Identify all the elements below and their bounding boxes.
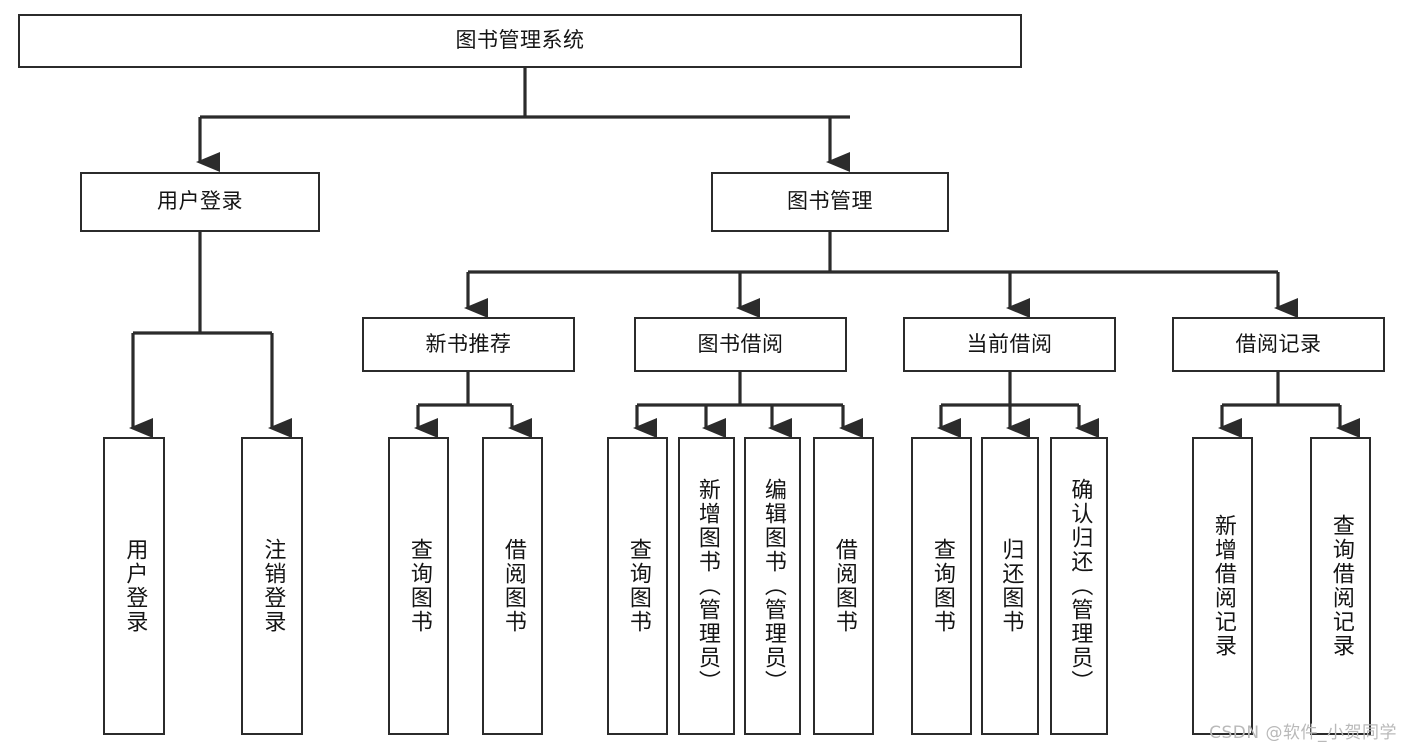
leaf-query-book-3-label: 查询图书 <box>929 538 955 634</box>
leaf-query-book-1-label: 查询图书 <box>406 538 432 634</box>
leaf-user-login[interactable]: 用户登录 <box>103 437 165 735</box>
leaf-query-book-1[interactable]: 查询图书 <box>388 437 449 735</box>
leaf-borrow-book-2[interactable]: 借阅图书 <box>813 437 874 735</box>
leaf-query-record-label: 查询借阅记录 <box>1328 514 1354 658</box>
leaf-add-record-label: 新增借阅记录 <box>1210 514 1236 658</box>
node-new-book-rec[interactable]: 新书推荐 <box>362 317 575 372</box>
leaf-query-book-3[interactable]: 查询图书 <box>911 437 972 735</box>
csdn-watermark: CSDN @软件_小贺同学 <box>1209 718 1397 743</box>
csdn-watermark-text: CSDN @软件_小贺同学 <box>1209 723 1397 743</box>
leaf-edit-book[interactable]: 编辑图书（管理员） <box>744 437 801 735</box>
node-current-borrow[interactable]: 当前借阅 <box>903 317 1116 372</box>
node-book-manage-label: 图书管理 <box>787 189 873 214</box>
leaf-return-book[interactable]: 归还图书 <box>981 437 1039 735</box>
leaf-add-book-label: 新增图书（管理员） <box>694 478 720 694</box>
leaf-logout[interactable]: 注销登录 <box>241 437 303 735</box>
leaf-borrow-book-1[interactable]: 借阅图书 <box>482 437 543 735</box>
leaf-borrow-book-1-label: 借阅图书 <box>500 538 526 634</box>
node-book-borrow-label: 图书借阅 <box>697 331 784 356</box>
node-user-login[interactable]: 用户登录 <box>80 172 320 232</box>
leaf-user-login-label: 用户登录 <box>122 538 148 634</box>
leaf-confirm-return[interactable]: 确认归还（管理员） <box>1050 437 1108 735</box>
node-root-label: 图书管理系统 <box>455 28 585 53</box>
node-book-manage[interactable]: 图书管理 <box>711 172 949 232</box>
node-user-login-label: 用户登录 <box>157 189 243 214</box>
node-borrow-record[interactable]: 借阅记录 <box>1172 317 1385 372</box>
leaf-query-book-2-label: 查询图书 <box>625 538 651 634</box>
leaf-return-book-label: 归还图书 <box>998 538 1024 634</box>
leaf-edit-book-label: 编辑图书（管理员） <box>760 478 786 694</box>
node-current-borrow-label: 当前借阅 <box>966 331 1053 356</box>
leaf-add-record[interactable]: 新增借阅记录 <box>1192 437 1253 735</box>
leaf-confirm-return-label: 确认归还（管理员） <box>1067 478 1093 694</box>
leaf-query-record[interactable]: 查询借阅记录 <box>1310 437 1371 735</box>
leaf-query-book-2[interactable]: 查询图书 <box>607 437 668 735</box>
leaf-borrow-book-2-label: 借阅图书 <box>831 538 857 634</box>
node-borrow-record-label: 借阅记录 <box>1235 331 1322 356</box>
leaf-add-book[interactable]: 新增图书（管理员） <box>678 437 735 735</box>
leaf-logout-label: 注销登录 <box>260 538 286 634</box>
node-root[interactable]: 图书管理系统 <box>18 14 1022 68</box>
node-book-borrow[interactable]: 图书借阅 <box>634 317 847 372</box>
node-new-book-rec-label: 新书推荐 <box>425 331 512 356</box>
